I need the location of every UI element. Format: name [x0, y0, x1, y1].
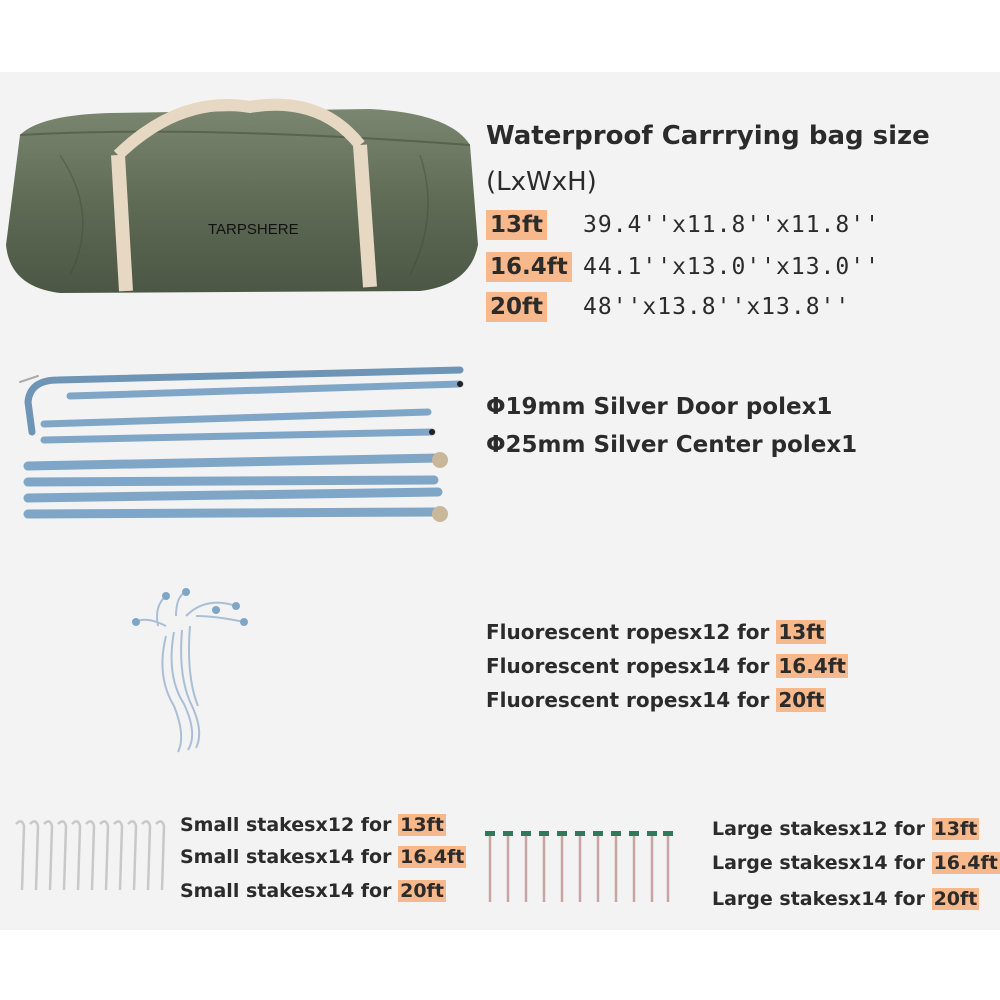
size-tag: 13ft	[931, 818, 980, 840]
center-pole-text: Φ25mm Silver Center polex1	[486, 432, 858, 458]
size-tag: 16.4ft	[776, 654, 848, 678]
small-stake-line-13ft: Small stakesx12 for 13ft	[180, 814, 446, 836]
bag-size-row-20ft: 20ft 48''x13.8''x13.8''	[486, 292, 849, 322]
small-stakes-image	[15, 820, 166, 891]
size-tag: 20ft	[398, 880, 446, 902]
size-tag: 16.4ft	[486, 252, 572, 282]
size-tag: 16.4ft	[931, 852, 1000, 874]
rope-line-20ft: Fluorescent ropesx14 for 20ft	[486, 688, 827, 712]
rope-line-13ft: Fluorescent ropesx12 for 13ft	[486, 620, 827, 644]
bag-size-row-13ft: 13ft 39.4''x11.8''x11.8''	[486, 210, 879, 240]
bag-size-row-16ft: 16.4ft 44.1''x13.0''x13.0''	[486, 252, 879, 282]
size-tag: 13ft	[398, 814, 446, 836]
carrying-bag-image	[6, 98, 478, 293]
rope-label: Fluorescent ropesx14 for	[486, 688, 770, 712]
size-tag: 20ft	[486, 292, 548, 322]
brand-label: TARPSHERE	[208, 221, 299, 238]
rope-label: Fluorescent ropesx14 for	[486, 654, 770, 678]
size-dims: 39.4''x11.8''x11.8''	[583, 212, 880, 238]
small-stake-line-20ft: Small stakesx14 for 20ft	[180, 880, 446, 902]
poles-image	[19, 366, 464, 522]
door-pole-text: Φ19mm Silver Door polex1	[486, 394, 833, 420]
small-stake-line-16ft: Small stakesx14 for 16.4ft	[180, 846, 467, 868]
size-tag: 13ft	[776, 620, 827, 644]
ropes-image	[132, 588, 248, 753]
size-tag: 20ft	[931, 888, 980, 910]
stake-label: Large stakesx12 for	[712, 818, 925, 840]
stake-label: Large stakesx14 for	[712, 888, 925, 910]
rope-line-16ft: Fluorescent ropesx14 for 16.4ft	[486, 654, 848, 678]
size-tag: 13ft	[486, 210, 548, 240]
bag-title-line2: (LxWxH)	[486, 167, 597, 197]
stake-label: Small stakesx14 for	[180, 880, 392, 902]
large-stakes-image	[485, 831, 673, 902]
size-tag: 16.4ft	[398, 846, 467, 868]
size-dims: 44.1''x13.0''x13.0''	[583, 254, 880, 280]
stake-label: Small stakesx14 for	[180, 846, 392, 868]
stake-label: Small stakesx12 for	[180, 814, 392, 836]
size-dims: 48''x13.8''x13.8''	[583, 294, 851, 320]
large-stake-line-20ft: Large stakesx14 for 20ft	[712, 888, 980, 910]
stake-label: Large stakesx14 for	[712, 852, 925, 874]
large-stake-line-16ft: Large stakesx14 for 16.4ft	[712, 852, 1000, 874]
rope-label: Fluorescent ropesx12 for	[486, 620, 770, 644]
bag-title-line1: Waterproof Carrrying bag size	[486, 121, 930, 151]
large-stake-line-13ft: Large stakesx12 for 13ft	[712, 818, 980, 840]
size-tag: 20ft	[776, 688, 827, 712]
